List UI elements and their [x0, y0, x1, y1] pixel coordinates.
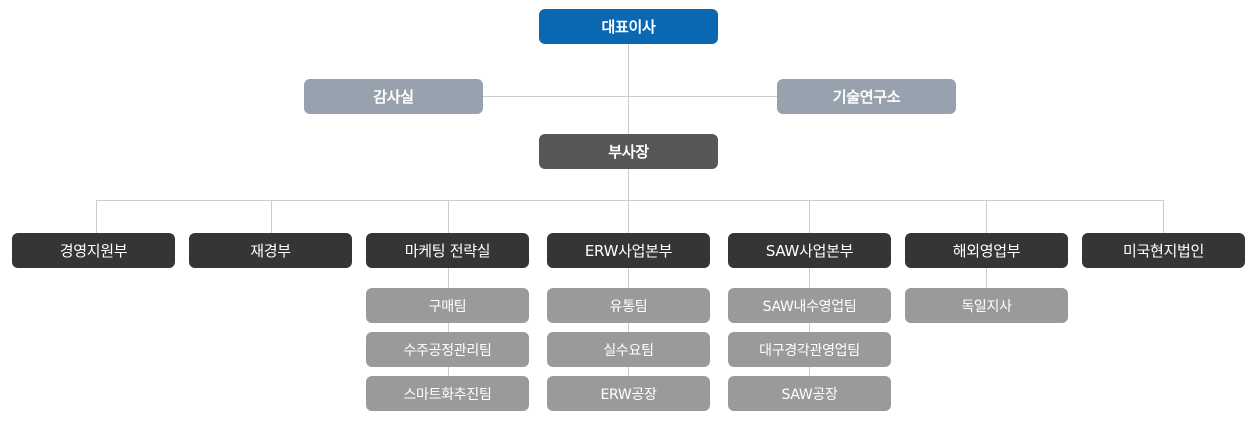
vice-president-box: 부사장 — [539, 134, 718, 169]
division-us-subsidiary: 미국현지법인 — [1082, 233, 1245, 268]
team-germany-branch: 독일지사 — [905, 288, 1068, 323]
division-saw-business: SAW사업본부 — [728, 233, 891, 268]
team-smart-factory: 스마트화추진팀 — [366, 376, 529, 411]
team-large-diameter-sales: 대구경각관영업팀 — [728, 332, 891, 367]
division-finance: 재경부 — [189, 233, 352, 268]
division-marketing-strategy: 마케팅 전략실 — [366, 233, 529, 268]
division-overseas-sales: 해외영업부 — [905, 233, 1068, 268]
team-distribution: 유통팀 — [547, 288, 710, 323]
division-erw-business: ERW사업본부 — [547, 233, 710, 268]
team-erw-plant: ERW공장 — [547, 376, 710, 411]
team-purchasing: 구매팀 — [366, 288, 529, 323]
team-saw-domestic-sales: SAW내수영업팀 — [728, 288, 891, 323]
team-saw-plant: SAW공장 — [728, 376, 891, 411]
ceo-box: 대표이사 — [539, 9, 718, 44]
team-order-process: 수주공정관리팀 — [366, 332, 529, 367]
team-direct-demand: 실수요팀 — [547, 332, 710, 367]
audit-office-box: 감사실 — [304, 79, 483, 114]
rnd-center-box: 기술연구소 — [777, 79, 956, 114]
division-management-support: 경영지원부 — [12, 233, 175, 268]
